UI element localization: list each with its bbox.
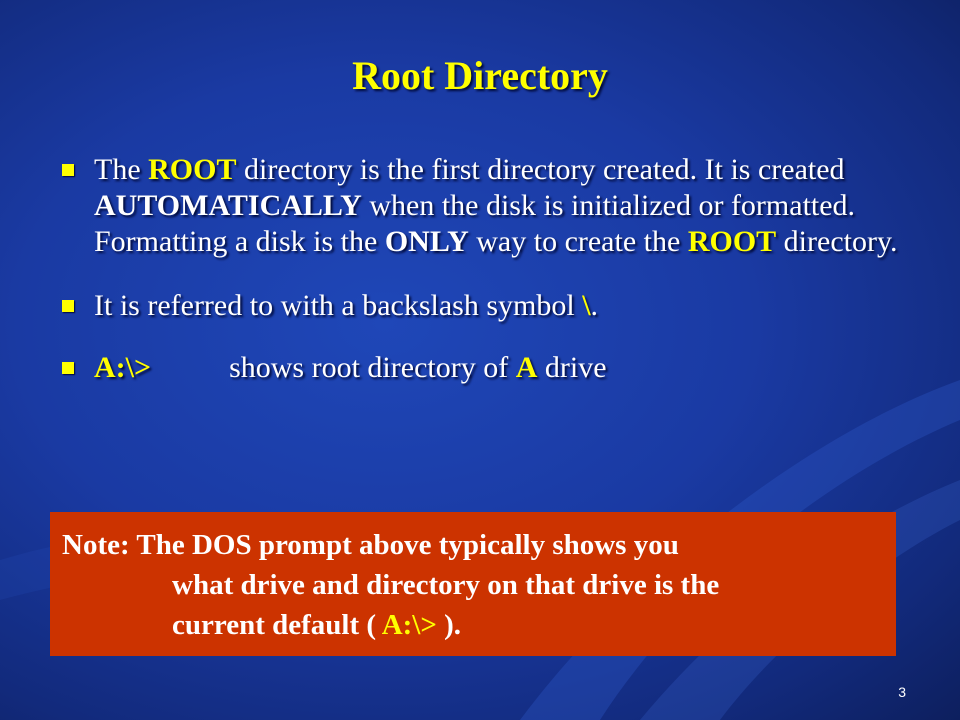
slide-title: Root Directory [352,53,608,98]
page-number: 3 [898,684,906,700]
note-line: current default ( A:\> ). [62,605,896,645]
highlight-prompt: A:\> [94,351,152,384]
bullet-text: drive [537,351,607,384]
bullet-root-definition: The ROOT directory is the first director… [62,152,912,260]
emphasis-only: ONLY [384,225,469,258]
highlight-drive-letter: A [515,351,538,384]
note-box: Note: The DOS prompt above typically sho… [50,512,896,656]
emphasis-automatically: AUTOMATICALLY [94,189,362,222]
bullet-text: way to create the [468,225,688,258]
bullet-list: The ROOT directory is the first director… [62,152,912,386]
note-line: Note: The DOS prompt above typically sho… [62,529,679,561]
note-line: what drive and directory on that drive i… [172,569,720,601]
bullet-text: shows root directory of [229,351,516,384]
highlight-backslash: \ [582,289,591,322]
bullet-text: . [590,289,599,322]
note-text: ). [436,609,462,641]
bullet-text: when the disk is initialized or formatte… [94,189,856,258]
note-highlight-prompt: A:\> [381,609,437,641]
note-text: current default ( [172,609,382,641]
highlight-root: ROOT [148,153,237,186]
highlight-root: ROOT [687,225,777,258]
bullet-prompt-example: A:\> shows root directory of A drive [62,350,912,386]
bullet-square-icon [62,362,74,374]
bullet-text: directory is the first directory created… [236,153,845,186]
bullet-square-icon [62,300,74,312]
bullet-backslash: It is referred to with a backslash symbo… [62,288,912,324]
bullet-square-icon [62,164,74,176]
bullet-text: It is referred to with a backslash symbo… [94,289,583,322]
bullet-text: The [94,153,149,186]
bullet-text: directory. [776,225,898,258]
